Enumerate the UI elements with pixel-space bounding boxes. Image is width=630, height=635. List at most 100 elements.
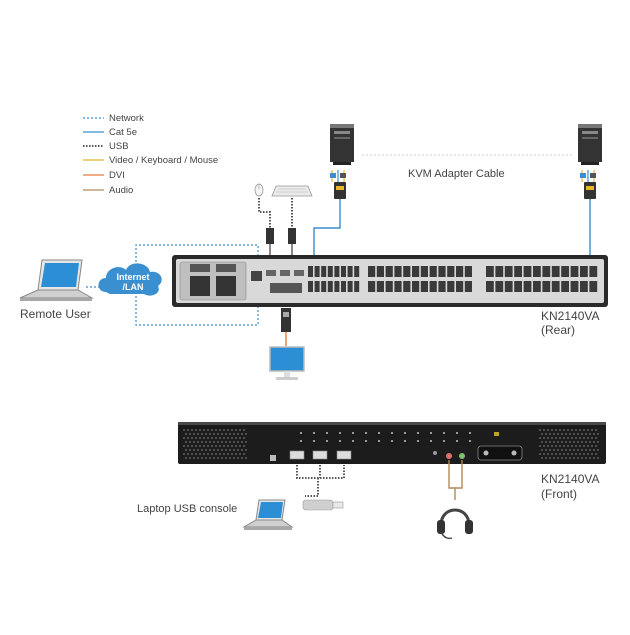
front-led-icon (417, 440, 419, 442)
rear-model-label: KN2140VA (541, 309, 599, 323)
vent-hole (183, 429, 185, 431)
usb-flash-drive-icon (302, 499, 344, 511)
vent-hole (193, 441, 195, 443)
rj45-port-bank (308, 266, 598, 292)
vent-hole (573, 441, 575, 443)
rear-usb-port-2-icon (280, 270, 290, 276)
vent-hole (221, 457, 223, 459)
vent-hole (189, 449, 191, 451)
vent-hole (203, 429, 205, 431)
vent-hole (183, 437, 185, 439)
rj45-port-icon (464, 281, 472, 292)
vent-hole (579, 437, 581, 439)
vent-hole (541, 441, 543, 443)
rj45-port-icon (385, 266, 393, 277)
vent-hole (229, 449, 231, 451)
vent-hole (591, 445, 593, 447)
rj45-port-icon (504, 266, 513, 277)
vent-hole (567, 453, 569, 455)
vent-hole (231, 437, 233, 439)
vent-hole (569, 457, 571, 459)
vent-hole (231, 453, 233, 455)
lan-port-icon (251, 271, 262, 281)
vent-hole (593, 449, 595, 451)
vent-hole (191, 437, 193, 439)
rj45-port-icon (334, 281, 340, 292)
vent-hole (589, 433, 591, 435)
vent-hole (187, 453, 189, 455)
vent-hole (577, 457, 579, 459)
legend-item-usb: USB (83, 141, 129, 152)
vent-hole (571, 429, 573, 431)
vent-hole (211, 429, 213, 431)
front-led-icon (469, 432, 471, 434)
vent-hole (209, 433, 211, 435)
front-led-icon (443, 432, 445, 434)
network-line-top (135, 244, 259, 270)
vent-hole (551, 429, 553, 431)
front-led-icon (456, 440, 458, 442)
audio-cable-headphone (454, 460, 463, 500)
rj45-port-icon (533, 281, 541, 292)
vent-hole (213, 457, 215, 459)
vent-hole (543, 437, 545, 439)
vent-hole (227, 453, 229, 455)
vent-hole (577, 449, 579, 451)
rj45-port-icon (514, 266, 522, 277)
mouse-icon (254, 183, 264, 197)
vent-hole (211, 453, 213, 455)
rj45-port-icon (456, 266, 464, 277)
vent-hole (243, 453, 245, 455)
vent-hole (565, 441, 567, 443)
vent-hole (191, 453, 193, 455)
rj45-port-icon (347, 266, 353, 277)
vent-hole (539, 453, 541, 455)
vent-hole (585, 441, 587, 443)
front-led-icon (378, 440, 380, 442)
vent-hole (539, 429, 541, 431)
rj45-port-icon (570, 281, 579, 292)
vent-hole (189, 433, 191, 435)
rj45-port-icon (438, 266, 446, 277)
vent-hole (193, 457, 195, 459)
vent-hole (561, 433, 563, 435)
vent-hole (215, 453, 217, 455)
front-status-led-icon (494, 432, 499, 436)
vent-hole (555, 429, 557, 431)
legend-label-cat5e: Cat 5e (109, 127, 137, 138)
rj45-port-icon (412, 281, 420, 292)
vent-hole (597, 441, 599, 443)
vent-hole (547, 437, 549, 439)
vent-hole (185, 441, 187, 443)
vent-hole (571, 453, 573, 455)
vent-hole (573, 457, 575, 459)
server-tower-left-icon (330, 124, 354, 165)
rj45-port-icon (403, 281, 411, 292)
vent-hole (231, 445, 233, 447)
dvi-connector-icon (281, 308, 291, 332)
rj45-port-icon (514, 281, 522, 292)
front-control-panel-icon (477, 445, 523, 461)
front-led-icon (313, 432, 315, 434)
vent-hole (591, 437, 593, 439)
vent-hole (239, 429, 241, 431)
front-side-label: (Front) (541, 487, 577, 501)
rj45-port-icon (561, 281, 569, 292)
vent-hole (545, 433, 547, 435)
vent-hole (539, 437, 541, 439)
laptop-usb-console-label: Laptop USB console (137, 503, 237, 515)
vent-hole (243, 445, 245, 447)
vent-hole (225, 457, 227, 459)
front-indicator-icon (433, 451, 437, 455)
rj45-port-icon (420, 266, 428, 277)
vent-hole (579, 453, 581, 455)
legend-label-vkm: Video / Keyboard / Mouse (109, 155, 218, 166)
vent-hole (551, 453, 553, 455)
rj45-port-icon (429, 266, 437, 277)
vent-hole (541, 449, 543, 451)
cloud-label-line2: /LAN (123, 282, 144, 292)
front-led-icon (365, 440, 367, 442)
vent-hole (215, 429, 217, 431)
front-led-icon (326, 432, 328, 434)
vent-hole (575, 437, 577, 439)
